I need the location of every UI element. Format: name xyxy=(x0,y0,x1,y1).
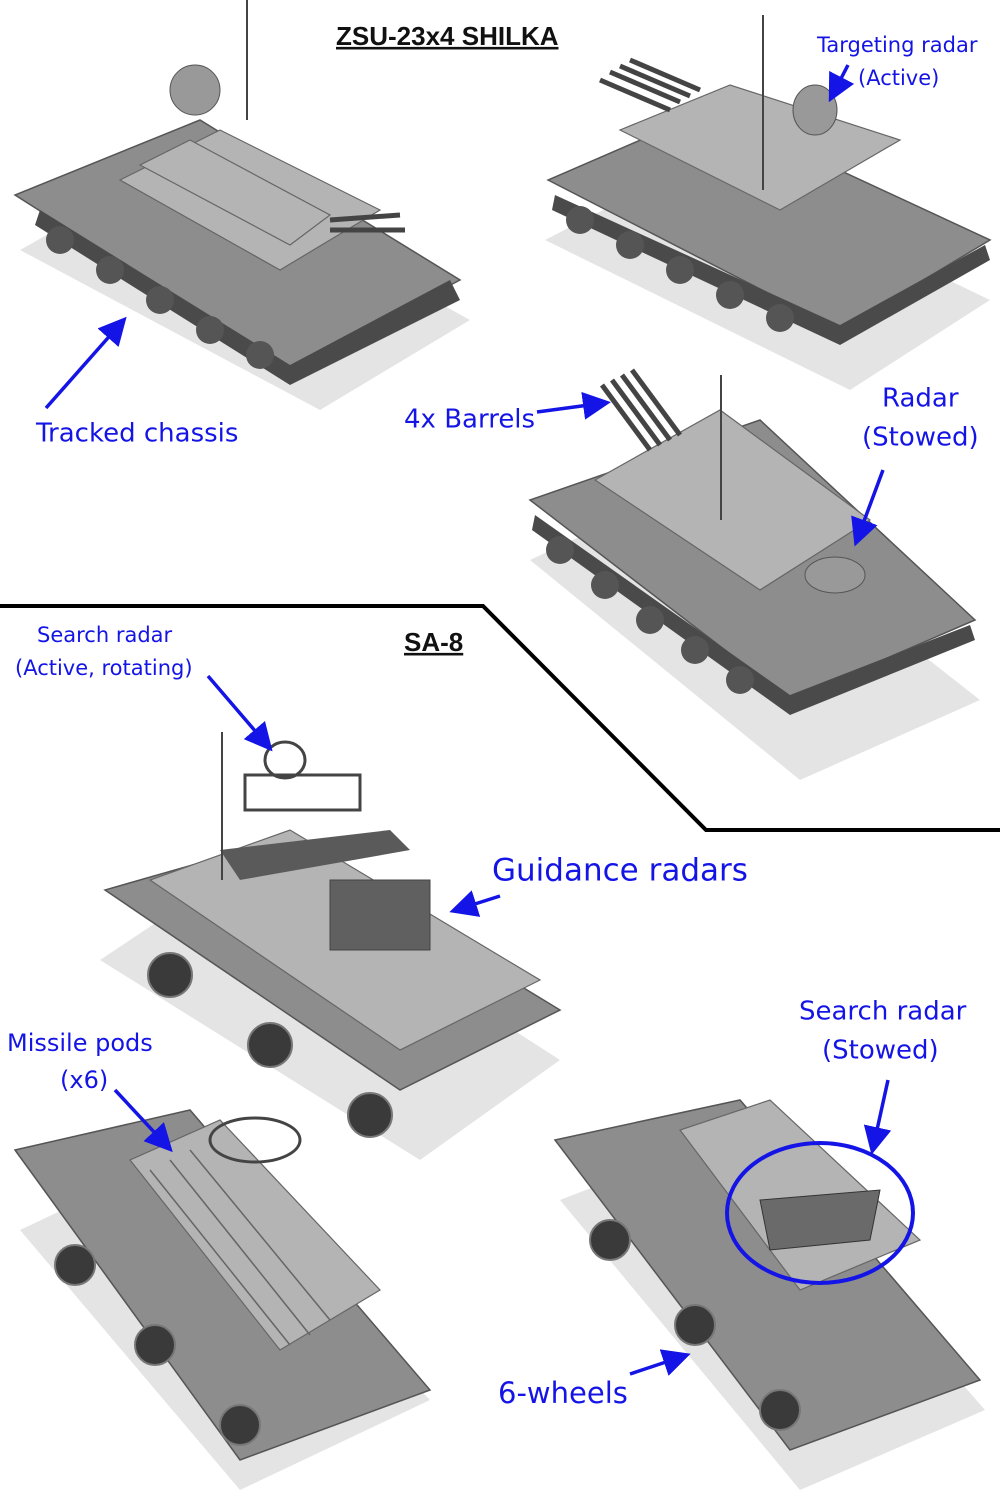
sa8-render-2 xyxy=(13,1109,432,1490)
label-radar: Radar xyxy=(882,384,959,414)
section-divider xyxy=(0,604,1000,832)
label-search-radar-active: Search radar xyxy=(37,623,173,647)
label-search-radar-stowed-state: (Stowed) xyxy=(822,1036,939,1066)
label-targeting-radar: Targeting radar xyxy=(816,33,978,57)
shilka-render-2 xyxy=(545,15,992,390)
arrow-search-radar-active xyxy=(206,674,273,752)
arrow-missile-pods xyxy=(113,1088,173,1153)
label-missile-pods: Missile pods xyxy=(7,1029,153,1057)
label-search-radar-active-rotating: (Active, rotating) xyxy=(15,656,193,680)
sa8-render-1 xyxy=(100,732,562,1160)
label-barrels: 4x Barrels xyxy=(404,405,535,435)
label-guidance-radars: Guidance radars xyxy=(492,853,748,889)
shilka-render-3 xyxy=(528,368,980,780)
label-missile-pods-count: (x6) xyxy=(60,1066,108,1094)
arrow-guidance-radars xyxy=(449,890,501,917)
label-radar-stowed: (Stowed) xyxy=(862,423,979,453)
arrow-radar-stowed xyxy=(851,469,885,547)
shilka-render-1 xyxy=(13,0,470,410)
arrow-tracked-chassis xyxy=(44,316,127,410)
highlight-search-radar-stowed xyxy=(725,1141,915,1285)
arrow-barrels xyxy=(536,391,611,420)
arrow-search-radar-stowed xyxy=(863,1079,892,1155)
title-sa8: SA-8 xyxy=(404,627,463,657)
label-targeting-radar-active: (Active) xyxy=(858,66,939,90)
label-search-radar-stowed: Search radar xyxy=(799,997,967,1027)
label-wheels: 6-wheels xyxy=(498,1376,628,1410)
arrow-wheels xyxy=(629,1349,691,1376)
title-shilka: ZSU-23x4 SHILKA xyxy=(336,21,559,51)
arrow-targeting-radar xyxy=(828,64,855,103)
label-tracked-chassis: Tracked chassis xyxy=(35,419,238,449)
sa8-render-3 xyxy=(553,1099,985,1490)
